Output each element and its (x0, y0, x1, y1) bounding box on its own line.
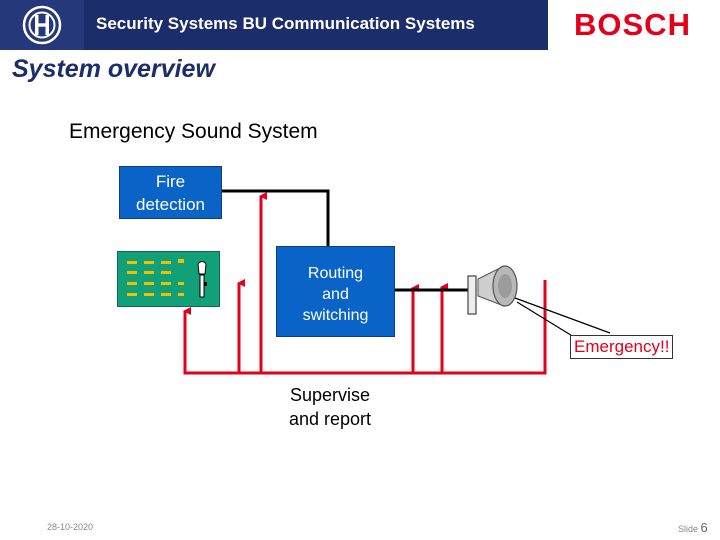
loudspeaker-icon (467, 265, 518, 315)
fire-detection-box: Fire detection (119, 166, 222, 219)
header-bar: Security Systems BU Communication System… (0, 0, 720, 50)
routing-label-line-2: and (322, 286, 349, 303)
fire-panel-icon (117, 251, 220, 307)
footer-date: 28-10-2020 (47, 522, 94, 532)
slide-number: Slide 6 (678, 520, 708, 535)
supervise-line-1: Supervise (289, 385, 371, 405)
slide-label: Slide (678, 524, 699, 534)
brand-logo-box: BOSCH (548, 0, 720, 50)
bosch-logo (0, 0, 84, 50)
slide-number-value: 6 (700, 520, 708, 535)
routing-label-line-1: Routing (307, 265, 364, 282)
diagram-subtitle: Emergency Sound System (69, 120, 318, 143)
page-title: System overview (12, 55, 215, 83)
supervise-line-2: and report (288, 409, 372, 429)
control-panel-indicators (127, 259, 207, 298)
fire-to-routing-line (222, 189, 330, 246)
emergency-callout: Emergency!! (570, 335, 674, 359)
callout-line-1 (514, 297, 611, 334)
brand-logo-text: BOSCH (574, 7, 691, 42)
bosch-armature-icon (22, 5, 62, 45)
supervise-label: Supervise and report (240, 383, 420, 431)
header-title: Security Systems BU Communication System… (96, 14, 475, 33)
routing-label-line-3: switching (302, 307, 369, 324)
routing-switching-box: Routing and switching (276, 246, 395, 337)
callout-line-2 (516, 301, 575, 338)
